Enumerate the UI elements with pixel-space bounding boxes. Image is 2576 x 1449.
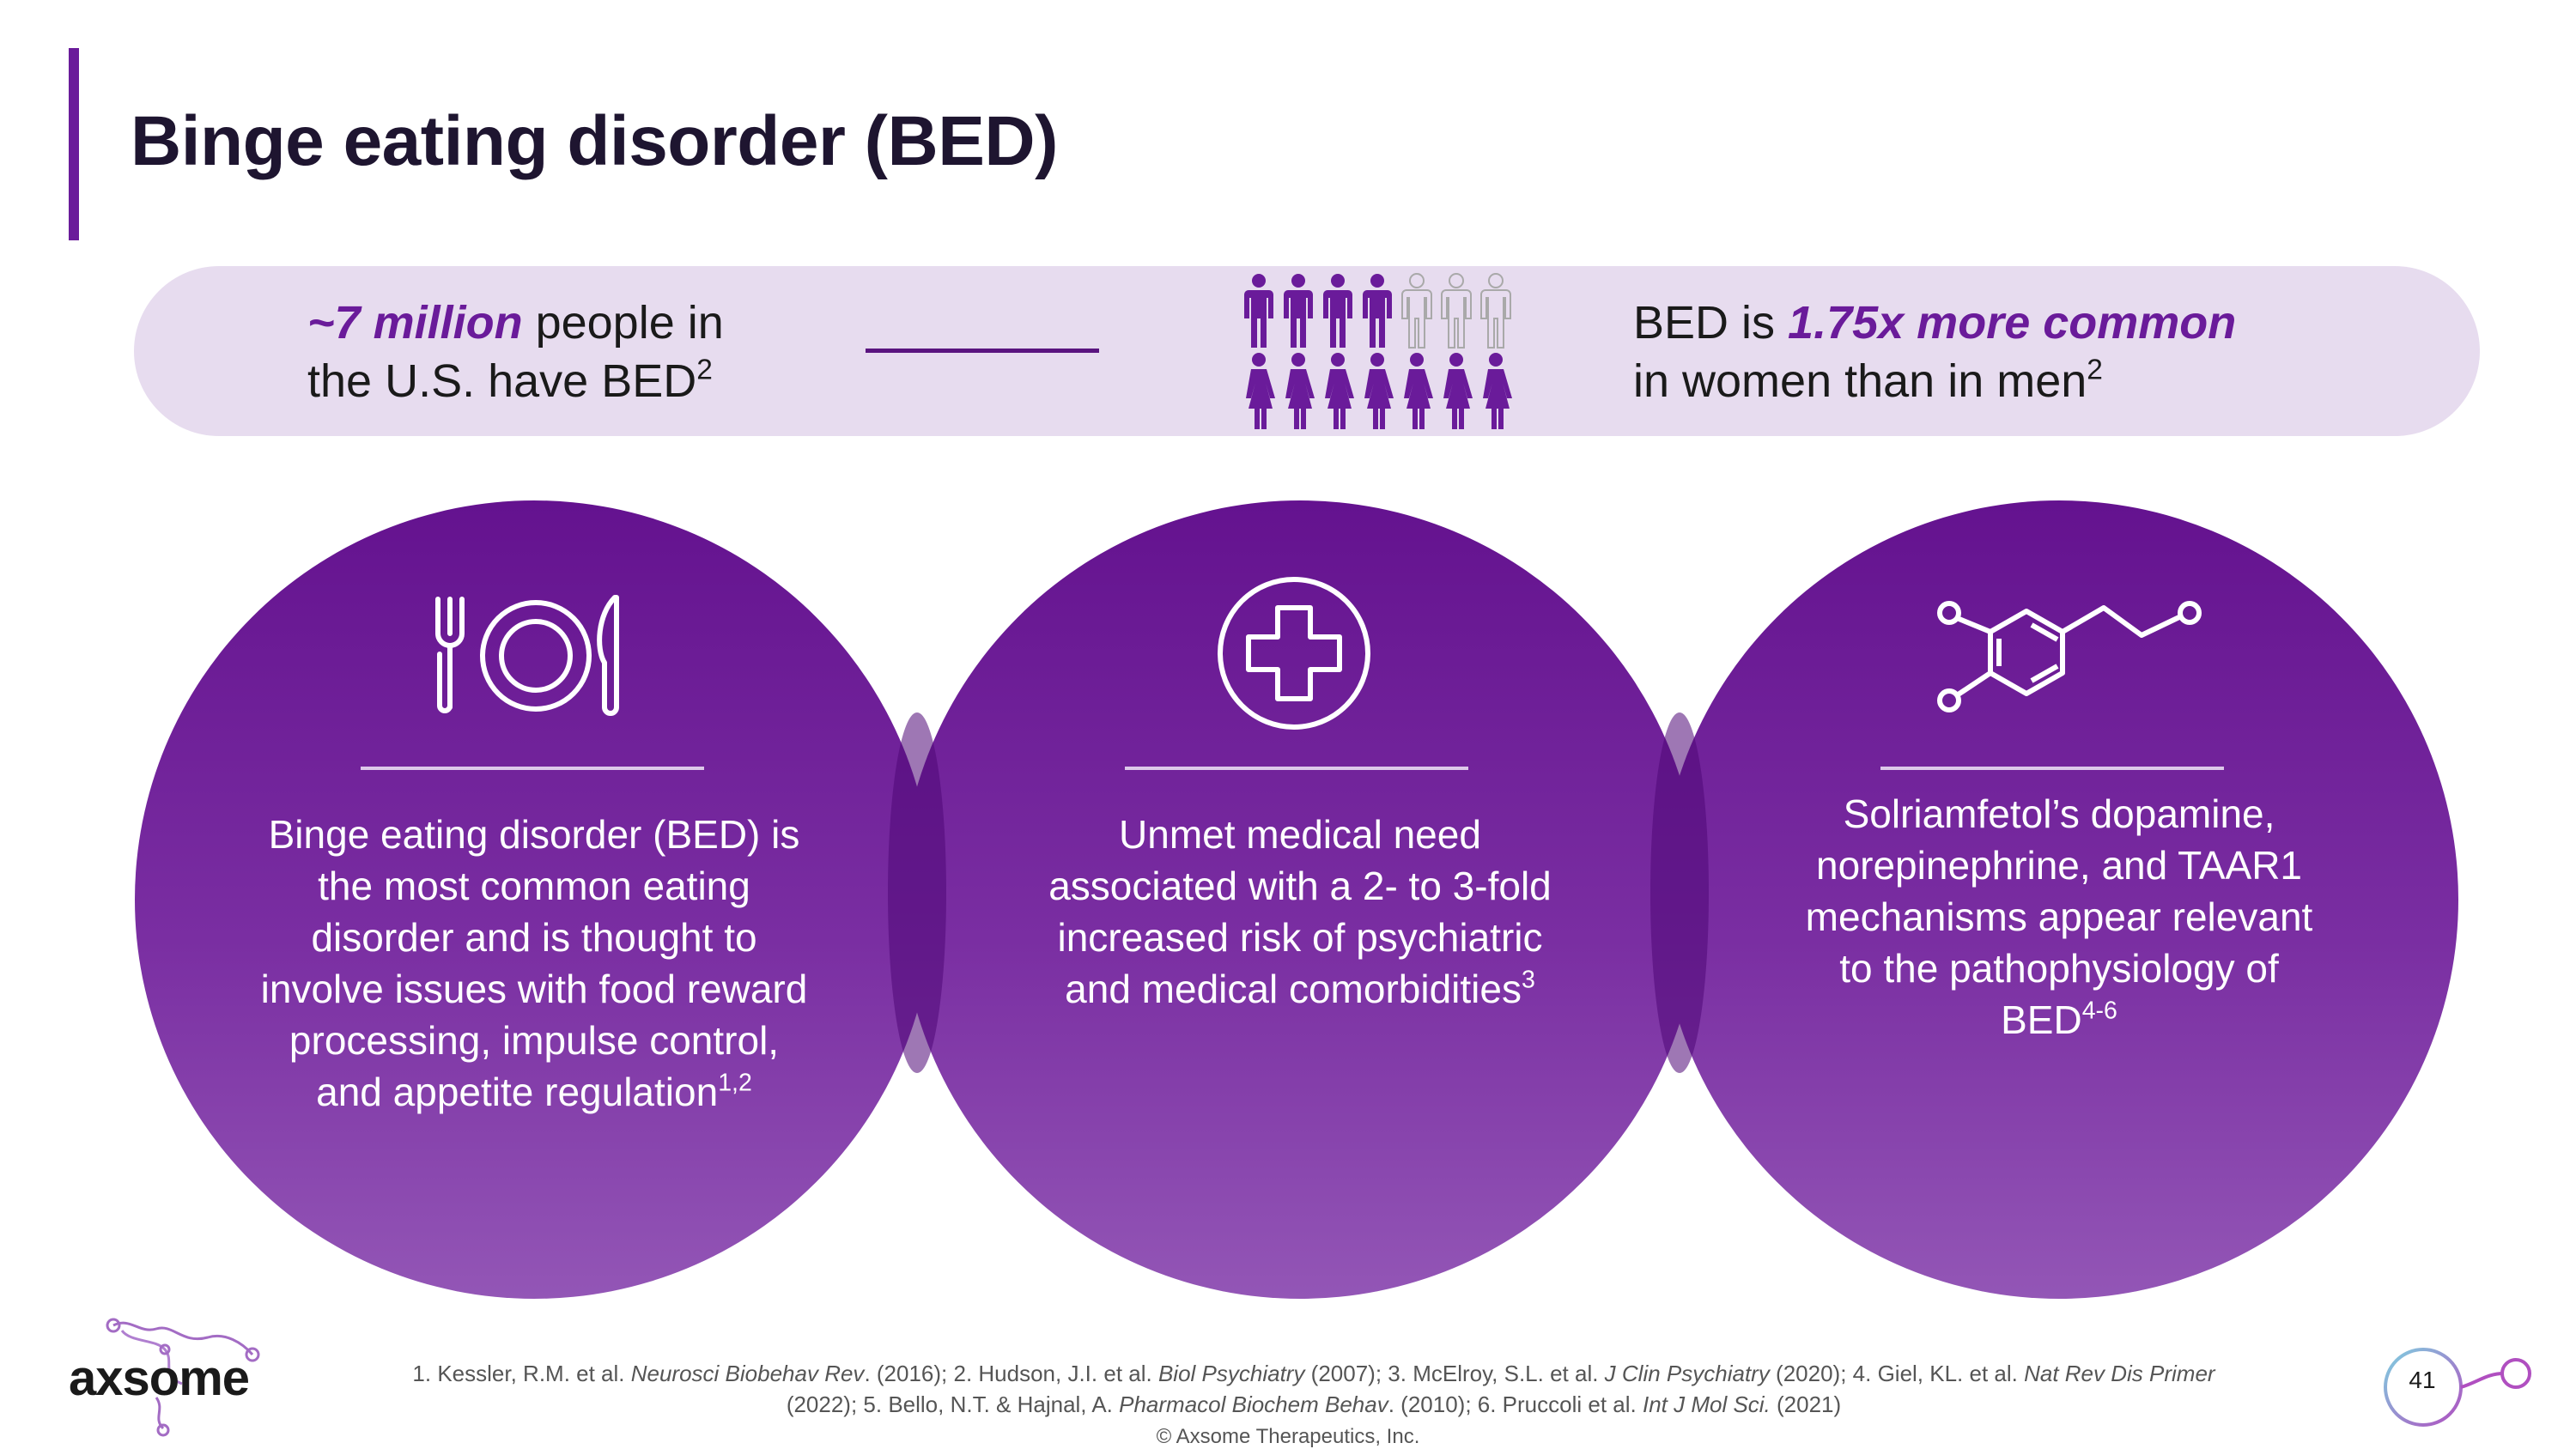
- ref-text: (2020); 4. Giel, KL. et al.: [1769, 1361, 2025, 1386]
- overlap-left: [888, 712, 946, 1073]
- copyright: © Axsome Therapeutics, Inc.: [1156, 1425, 1420, 1448]
- stat-gender-pre: BED is: [1633, 297, 1789, 349]
- text-line: increased risk of psychiatric: [1057, 915, 1543, 960]
- stat-gender-ref: 2: [2087, 354, 2103, 386]
- circle-unmet-need: [901, 500, 1699, 1299]
- ref-journal: Pharmacol Biochem Behav: [1119, 1391, 1388, 1417]
- stat-prevalence-line2: the U.S. have BED: [307, 355, 697, 407]
- ref-text: (2007); 3. McElroy, S.L. et al.: [1304, 1361, 1605, 1386]
- circle-divider-1: [361, 767, 704, 770]
- ref-text: . (2016); 2. Hudson, J.I. et al.: [864, 1361, 1158, 1386]
- stat-divider-line: [866, 349, 1099, 353]
- ref-journal: Neurosci Biobehav Rev: [630, 1361, 865, 1386]
- text-line: and medical comorbidities3: [957, 963, 1643, 1015]
- page-number-badge: [2384, 1348, 2531, 1427]
- page-title: Binge eating disorder (BED): [131, 102, 1058, 180]
- text-line: the most common eating: [318, 864, 750, 908]
- stat-gender-line2: in women than in men: [1633, 355, 2087, 407]
- text-line: mechanisms appear relevant: [1805, 894, 2313, 939]
- circle-text-bed-overview: Binge eating disorder (BED) is the most …: [191, 809, 878, 1118]
- axsome-logo: axsome: [69, 1350, 250, 1406]
- ref-journal: Nat Rev Dis Primer: [2024, 1361, 2215, 1386]
- text-line: and appetite regulation1,2: [191, 1066, 878, 1118]
- text-line: Solriamfetol’s dopamine,: [1843, 791, 2275, 836]
- overlap-right: [1650, 712, 1709, 1073]
- text-line: norepinephrine, and TAAR1: [1815, 843, 2302, 888]
- text-line: processing, impulse control,: [289, 1018, 780, 1063]
- medical-cross-icon: [1218, 577, 1370, 730]
- ref-journal: Biol Psychiatry: [1157, 1361, 1305, 1386]
- plate-cutlery-icon: [435, 595, 619, 716]
- reference-sup: 4-6: [2081, 997, 2117, 1025]
- references: 1. Kessler, R.M. et al. Neurosci Biobeha…: [309, 1358, 2318, 1420]
- title-accent-bar: [69, 48, 79, 240]
- stat-prevalence: ~7 million people in the U.S. have BED2: [307, 294, 724, 410]
- reference-sup: 1,2: [718, 1069, 752, 1097]
- circle-divider-3: [1880, 767, 2224, 770]
- ref-text: (2021): [1770, 1391, 1842, 1417]
- circle-divider-2: [1125, 767, 1468, 770]
- text-line: involve issues with food reward: [260, 967, 808, 1011]
- ref-text: (2022); 5. Bello, N.T. & Hajnal, A.: [786, 1391, 1120, 1417]
- molecule-icon: [1937, 601, 2202, 712]
- text-line: disorder and is thought to: [311, 915, 757, 960]
- circle-text-mechanism: Solriamfetol’s dopamine, norepinephrine,…: [1716, 788, 2403, 1046]
- text-line: Unmet medical need: [1119, 812, 1481, 857]
- ref-text: 1. Kessler, R.M. et al.: [412, 1361, 631, 1386]
- stat-prevalence-emphasis: ~7 million: [307, 297, 523, 349]
- circle-text-unmet-need: Unmet medical need associated with a 2- …: [957, 809, 1643, 1015]
- stat-prevalence-ref: 2: [696, 354, 713, 386]
- circle-mechanism: [1660, 500, 2458, 1299]
- text-line-last: and medical comorbidities: [1065, 967, 1522, 1011]
- text-line: to the pathophysiology of: [1839, 946, 2279, 991]
- stat-gender-emphasis: 1.75x more common: [1788, 297, 2237, 349]
- stat-prevalence-text: people in: [522, 297, 724, 349]
- stat-gender-ratio: BED is 1.75x more common in women than i…: [1633, 294, 2236, 410]
- stat-band: ~7 million people in the U.S. have BED2 …: [134, 266, 2480, 436]
- page-number: 41: [2409, 1367, 2436, 1393]
- ref-journal: J Clin Psychiatry: [1604, 1361, 1770, 1386]
- text-line-last: BED: [2001, 997, 2082, 1042]
- text-line: BED4-6: [1716, 994, 2403, 1046]
- ref-journal: Int J Mol Sci.: [1642, 1391, 1771, 1417]
- reference-sup: 3: [1521, 966, 1535, 994]
- text-line-last: and appetite regulation: [316, 1070, 719, 1114]
- text-line: Binge eating disorder (BED) is: [268, 812, 800, 857]
- circle-bed-overview: [135, 500, 933, 1299]
- text-line: associated with a 2- to 3-fold: [1048, 864, 1552, 908]
- axsome-logo-graphic: [106, 1318, 260, 1437]
- ref-text: . (2010); 6. Pruccoli et al.: [1388, 1391, 1643, 1417]
